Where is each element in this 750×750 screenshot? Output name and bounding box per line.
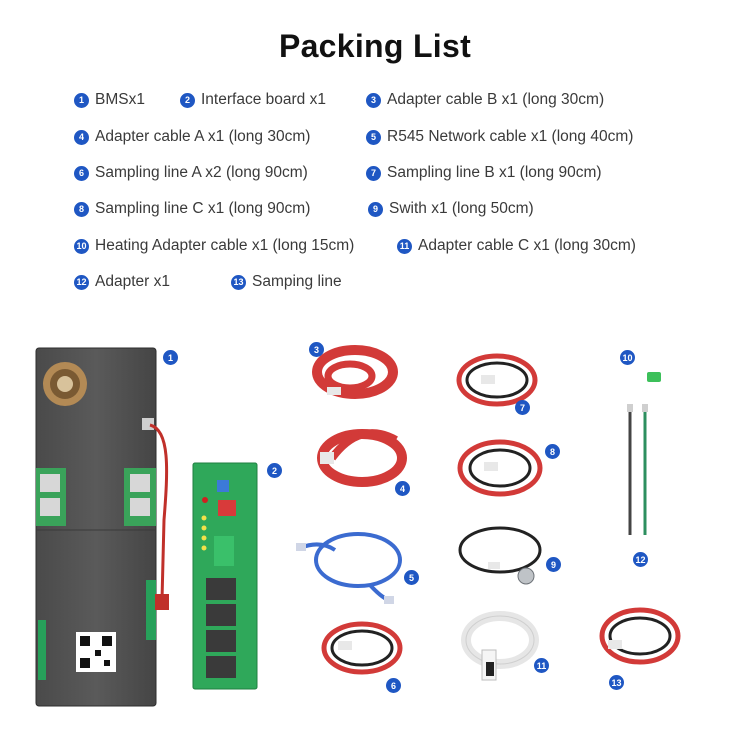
number-badge: 4	[74, 129, 89, 145]
photo-badge-13: 13	[609, 675, 624, 690]
list-item-11: 11 Adapter cable C x1 (long 30cm)	[397, 237, 636, 255]
number-badge: 6	[74, 165, 89, 181]
photo-badge-1: 1	[163, 350, 178, 365]
list-item-10: 10 Heating Adapter cable x1 (long 15cm)	[74, 237, 354, 255]
photo-badge-10: 10	[620, 350, 635, 365]
network-cable-photo	[296, 532, 402, 604]
photo-badge-4: 4	[395, 481, 410, 496]
list-item-12: 12 Adapter x1	[74, 273, 170, 291]
red-ribbon-cable-photo	[456, 353, 538, 407]
list-item-label: Swith x1 (long 50cm)	[389, 200, 534, 217]
red-ribbon-cable-photo	[599, 607, 681, 665]
list-item-label: Adapter x1	[95, 273, 170, 290]
list-item-9: 9 Swith x1 (long 50cm)	[368, 200, 534, 218]
list-item-label: Adapter cable A x1 (long 30cm)	[95, 128, 311, 145]
photo-badge-12: 12	[633, 552, 648, 567]
list-item-6: 6 Sampling line A x2 (long 90cm)	[74, 164, 308, 182]
number-badge: 13	[231, 274, 246, 290]
list-item-3: 3 Adapter cable B x1 (long 30cm)	[366, 91, 604, 109]
number-badge: 1	[74, 92, 89, 108]
red-ribbon-cable-photo	[317, 429, 407, 487]
number-badge: 12	[74, 274, 89, 290]
list-item-2: 2 Interface board x1	[180, 91, 326, 109]
photo-badge-5: 5	[404, 570, 419, 585]
number-badge: 5	[366, 129, 381, 145]
list-item-label: Adapter cable B x1 (long 30cm)	[387, 91, 605, 108]
number-badge: 7	[366, 165, 381, 181]
number-badge: 10	[74, 238, 89, 254]
list-item-label: Sampling line A x2 (long 90cm)	[95, 164, 308, 181]
adapter-rods-photo	[627, 404, 648, 535]
list-item-label: R545 Network cable x1 (long 40cm)	[387, 128, 634, 145]
red-ribbon-cable-photo	[457, 439, 543, 497]
interface-board-photo	[192, 462, 258, 690]
green-adapter-photo	[647, 372, 661, 382]
list-item-label: Sampling line C x1 (long 90cm)	[95, 200, 311, 217]
photo-badge-8: 8	[545, 444, 560, 459]
number-badge: 11	[397, 238, 412, 254]
photo-badge-2: 2	[267, 463, 282, 478]
list-item-13: 13 Samping line	[231, 273, 342, 291]
number-badge: 9	[368, 201, 383, 217]
red-ribbon-cable-photo	[321, 621, 403, 675]
list-item-label: Heating Adapter cable x1 (long 15cm)	[95, 237, 355, 254]
photo-badge-3: 3	[309, 342, 324, 357]
number-badge: 3	[366, 92, 381, 108]
list-item-label: Sampling line B x1 (long 90cm)	[387, 164, 602, 181]
list-item-8: 8 Sampling line C x1 (long 90cm)	[74, 200, 310, 218]
list-item-label: BMSx1	[95, 91, 145, 108]
red-ribbon-cable-photo	[312, 345, 398, 399]
number-badge: 2	[180, 92, 195, 108]
photo-badge-7: 7	[515, 400, 530, 415]
list-item-5: 5 R545 Network cable x1 (long 40cm)	[366, 128, 633, 146]
list-item-label: Adapter cable C x1 (long 30cm)	[418, 237, 636, 254]
photo-badge-9: 9	[546, 557, 561, 572]
photo-badge-6: 6	[386, 678, 401, 693]
list-item-4: 4 Adapter cable A x1 (long 30cm)	[74, 128, 310, 146]
list-item-7: 7 Sampling line B x1 (long 90cm)	[366, 164, 602, 182]
photo-badge-11: 11	[534, 658, 549, 673]
white-ribbon-cable-photo	[461, 611, 539, 681]
bms-board-photo	[35, 347, 169, 707]
list-item-label: Samping line	[252, 273, 342, 290]
list-item-label: Interface board x1	[201, 91, 326, 108]
list-item-1: 1 BMSx1	[74, 91, 145, 109]
number-badge: 8	[74, 201, 89, 217]
page-title: Packing List	[278, 28, 472, 64]
switch-cable-photo	[458, 526, 542, 585]
